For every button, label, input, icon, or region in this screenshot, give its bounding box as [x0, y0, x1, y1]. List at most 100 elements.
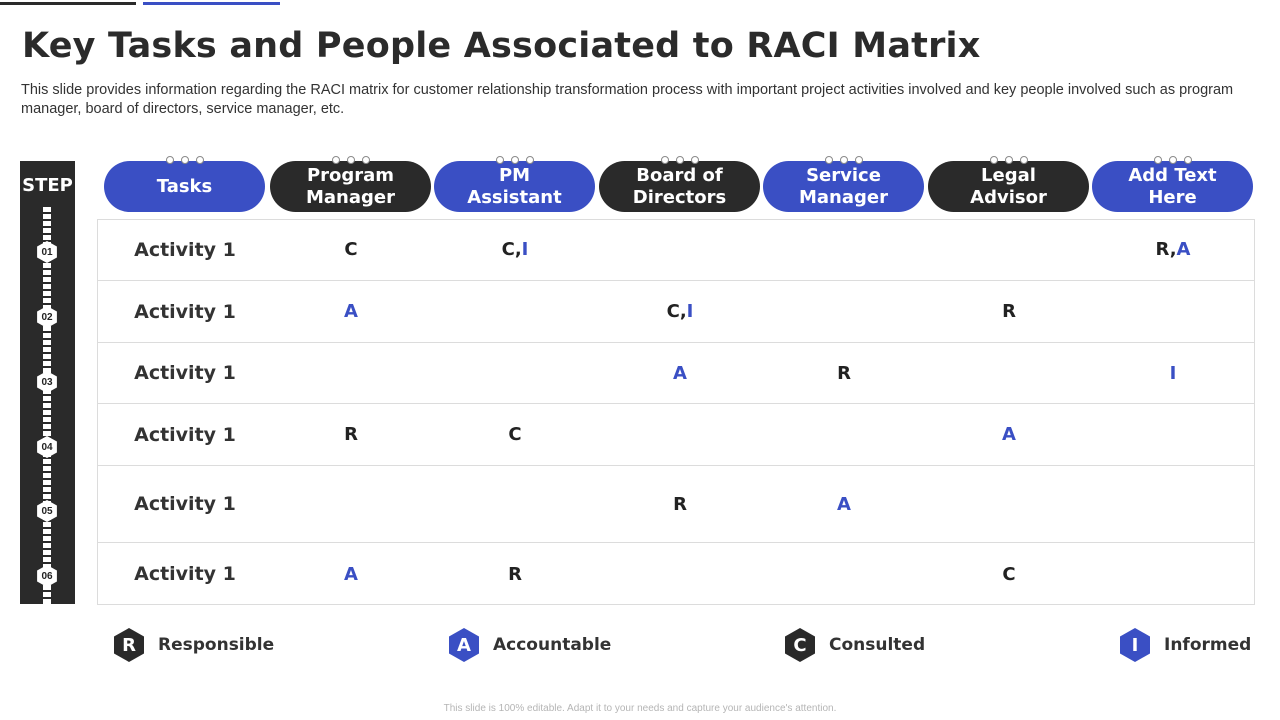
raci-letter: I: [1169, 362, 1177, 384]
raci-letter: R: [837, 362, 851, 384]
step-label: STEP: [22, 175, 73, 196]
step-node-05: 05: [37, 500, 57, 522]
header-label: Board of Directors: [632, 164, 727, 208]
raci-cell: I: [1123, 343, 1223, 403]
header-dot: [690, 156, 699, 164]
header-dots: [989, 156, 1028, 164]
raci-letter: A: [344, 563, 358, 585]
header-dot: [1153, 156, 1162, 164]
raci-cell: R: [301, 404, 401, 465]
header-label: Program Manager: [306, 164, 395, 208]
raci-letter: A: [1176, 239, 1191, 260]
header-pm-assistant: PM Assistant: [434, 156, 595, 212]
raci-letter: I: [686, 301, 694, 322]
task-cell: Activity 1: [134, 362, 236, 384]
header-dot: [495, 156, 504, 164]
header-dot: [660, 156, 669, 164]
header-service-manager: Service Manager: [763, 156, 924, 212]
table-row: Activity 1 A C,I R: [98, 281, 1254, 343]
header-board-of-directors: Board of Directors: [599, 156, 760, 212]
header-label: Legal Advisor: [970, 164, 1047, 208]
table-row: Activity 1 C C,I R,A: [98, 219, 1254, 281]
header-dot: [675, 156, 684, 164]
hexagon-icon: I: [1120, 628, 1150, 662]
raci-letter: C: [344, 239, 358, 260]
table-row: Activity 1 R C A: [98, 404, 1254, 466]
task-cell: Activity 1: [134, 563, 236, 585]
raci-cell: C: [301, 219, 401, 280]
header-dot: [989, 156, 998, 164]
raci-cell: C,I: [630, 281, 730, 342]
task-cell: Activity 1: [134, 238, 236, 261]
header-dot: [331, 156, 340, 164]
header-dots: [824, 156, 863, 164]
legend-label: Consulted: [829, 635, 926, 655]
hexagon-icon: C: [785, 628, 815, 662]
raci-cell: A: [794, 466, 894, 542]
header-dots: [331, 156, 370, 164]
header-dot: [854, 156, 863, 164]
raci-cell: R: [794, 343, 894, 403]
raci-letter: R,: [1155, 239, 1177, 260]
raci-letter: R: [673, 493, 687, 515]
table-row: Activity 1 A R C: [98, 543, 1254, 605]
top-accent-bar-blue: [143, 2, 280, 5]
raci-letter: C: [508, 424, 522, 445]
header-dot: [525, 156, 534, 164]
header-dots: [1153, 156, 1192, 164]
header-dot: [1168, 156, 1177, 164]
raci-cell: C: [465, 404, 565, 465]
raci-cell: C,I: [465, 219, 565, 280]
raci-letter: A: [1002, 424, 1016, 445]
header-dots: [165, 156, 204, 164]
raci-letter: C,: [666, 301, 687, 322]
raci-letter: R: [1002, 301, 1016, 322]
header-label: Add Text Here: [1128, 164, 1217, 208]
header-dot: [510, 156, 519, 164]
raci-letter: R: [508, 563, 522, 585]
header-tasks: Tasks: [104, 156, 265, 212]
hexagon-icon: A: [449, 628, 479, 662]
raci-letter: I: [521, 239, 529, 260]
header-dot: [1019, 156, 1028, 164]
header-add-text-here: Add Text Here: [1092, 156, 1253, 212]
header-label: PM Assistant: [467, 164, 562, 208]
header-dot: [1004, 156, 1013, 164]
raci-letter: C,: [501, 239, 522, 260]
header-dot: [346, 156, 355, 164]
raci-cell: A: [301, 543, 401, 605]
task-cell: Activity 1: [134, 423, 236, 446]
raci-letter: C: [1002, 563, 1016, 585]
top-accent-bar-dark: [0, 2, 136, 5]
slide-subtitle: This slide provides information regardin…: [21, 82, 1234, 117]
grid-top-border: [97, 219, 1255, 220]
step-node-01: 01: [37, 241, 57, 263]
table-row: Activity 1 A R I: [98, 343, 1254, 404]
raci-cell: A: [301, 281, 401, 342]
header-dot: [195, 156, 204, 164]
raci-cell: A: [630, 343, 730, 403]
header-label: Tasks: [156, 175, 213, 197]
raci-cell: R: [630, 466, 730, 542]
header-dot: [824, 156, 833, 164]
raci-cell: C: [959, 543, 1059, 605]
legend-label: Accountable: [493, 635, 612, 655]
raci-letter: R: [344, 424, 358, 445]
header-dot: [1183, 156, 1192, 164]
header-dot: [839, 156, 848, 164]
header-legal-advisor: Legal Advisor: [928, 156, 1089, 212]
step-node-03: 03: [37, 371, 57, 393]
slide-title: Key Tasks and People Associated to RACI …: [22, 26, 981, 66]
task-cell: Activity 1: [134, 300, 236, 323]
raci-cell: R: [959, 281, 1059, 342]
step-node-04: 04: [37, 436, 57, 458]
raci-cell: R,A: [1123, 219, 1223, 280]
raci-letter: A: [673, 362, 687, 384]
header-dots: [495, 156, 534, 164]
raci-letter: A: [837, 493, 851, 515]
